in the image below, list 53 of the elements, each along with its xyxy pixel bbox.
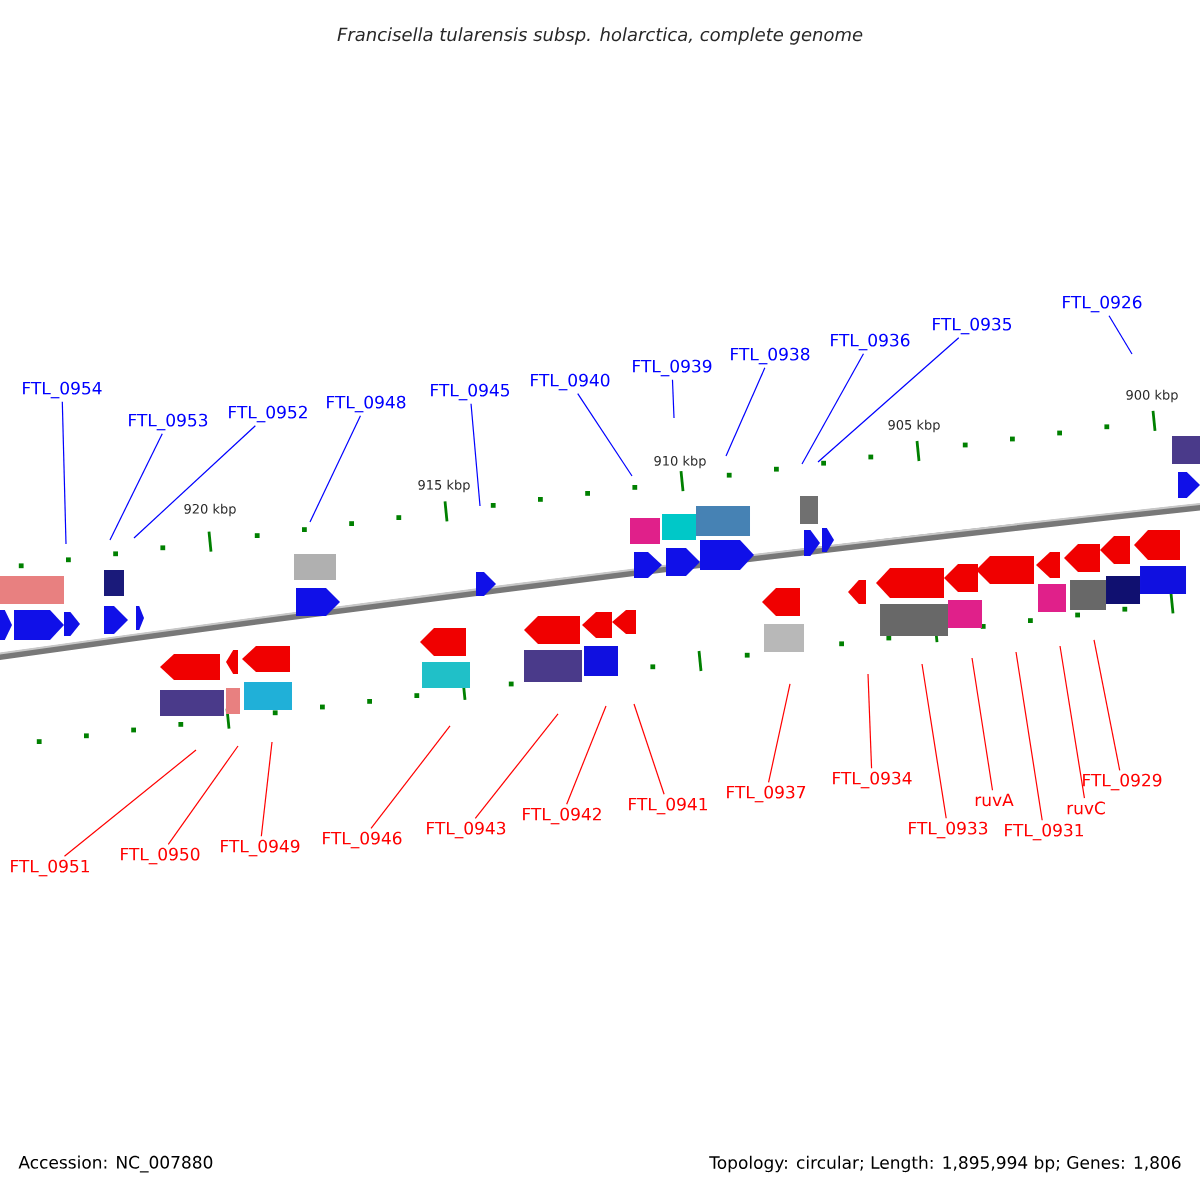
gene-label: FTL_0949 — [221, 839, 300, 857]
gene-label: FTL_0950 — [121, 847, 200, 865]
leader-line — [474, 713, 559, 819]
genome-info-text: Topology: circular; Length: 1,895,994 bp; Genes: 1,806 — [709, 1155, 1181, 1173]
leader-line — [470, 403, 481, 507]
leader-line — [971, 657, 994, 791]
gene-label: ruvC — [1067, 801, 1105, 815]
gene-label: FTL_0951 — [11, 859, 89, 877]
gene-label: FTL_0943 — [427, 821, 506, 839]
leader-line — [767, 683, 791, 783]
gene-label: FTL_0926 — [1063, 295, 1142, 313]
gene-label: FTL_0953 — [129, 413, 208, 431]
gene-label: FTL_0931 — [1005, 823, 1083, 841]
leader-line — [921, 663, 947, 819]
gene-label: FTL_0933 — [909, 821, 988, 839]
leader-line — [725, 367, 766, 457]
gene-label: FTL_0929 — [1083, 773, 1162, 791]
leader-line — [61, 401, 67, 545]
accession-text: Accession: NC_007880 — [18, 1155, 213, 1173]
leader-line — [109, 433, 163, 541]
leader-line — [566, 705, 607, 805]
gene-label: FTL_0939 — [633, 359, 712, 377]
leader-line — [633, 703, 665, 795]
title: Francisella tularensis subsp. holarctica, complete genome — [337, 27, 863, 45]
gene-label: FTL_0945 — [431, 383, 510, 401]
leader-line — [671, 379, 675, 419]
gene-label: FTL_0942 — [523, 807, 601, 825]
gene-label: FTL_0937 — [727, 785, 806, 803]
gene-label: FTL_0938 — [731, 347, 810, 365]
leader-line — [309, 415, 362, 523]
leader-line — [1059, 645, 1086, 799]
leader-line — [1015, 651, 1043, 821]
leader-line — [1093, 639, 1121, 771]
leader-line — [577, 393, 633, 477]
gene-label: ruvA — [975, 793, 1014, 807]
gene-label: FTL_0948 — [327, 395, 406, 413]
gene-label: FTL_0954 — [23, 381, 102, 399]
gene-label: FTL_0940 — [531, 373, 610, 391]
gene-label: FTL_0946 — [323, 831, 402, 849]
leader-line — [167, 745, 239, 845]
leader-line — [63, 749, 197, 857]
leader-line — [801, 353, 865, 465]
leader-line — [1108, 315, 1133, 355]
gene-label: FTL_0934 — [833, 771, 912, 789]
leader-line — [260, 741, 273, 837]
leader-line — [817, 337, 960, 463]
leader-line — [370, 725, 451, 829]
gene-label: FTL_0936 — [831, 333, 910, 351]
leader-line — [867, 673, 873, 769]
gene-label: FTL_0952 — [229, 405, 307, 423]
gene-label: FTL_0935 — [933, 317, 1012, 335]
gene-label: FTL_0941 — [629, 797, 707, 815]
leader-line — [133, 425, 256, 539]
